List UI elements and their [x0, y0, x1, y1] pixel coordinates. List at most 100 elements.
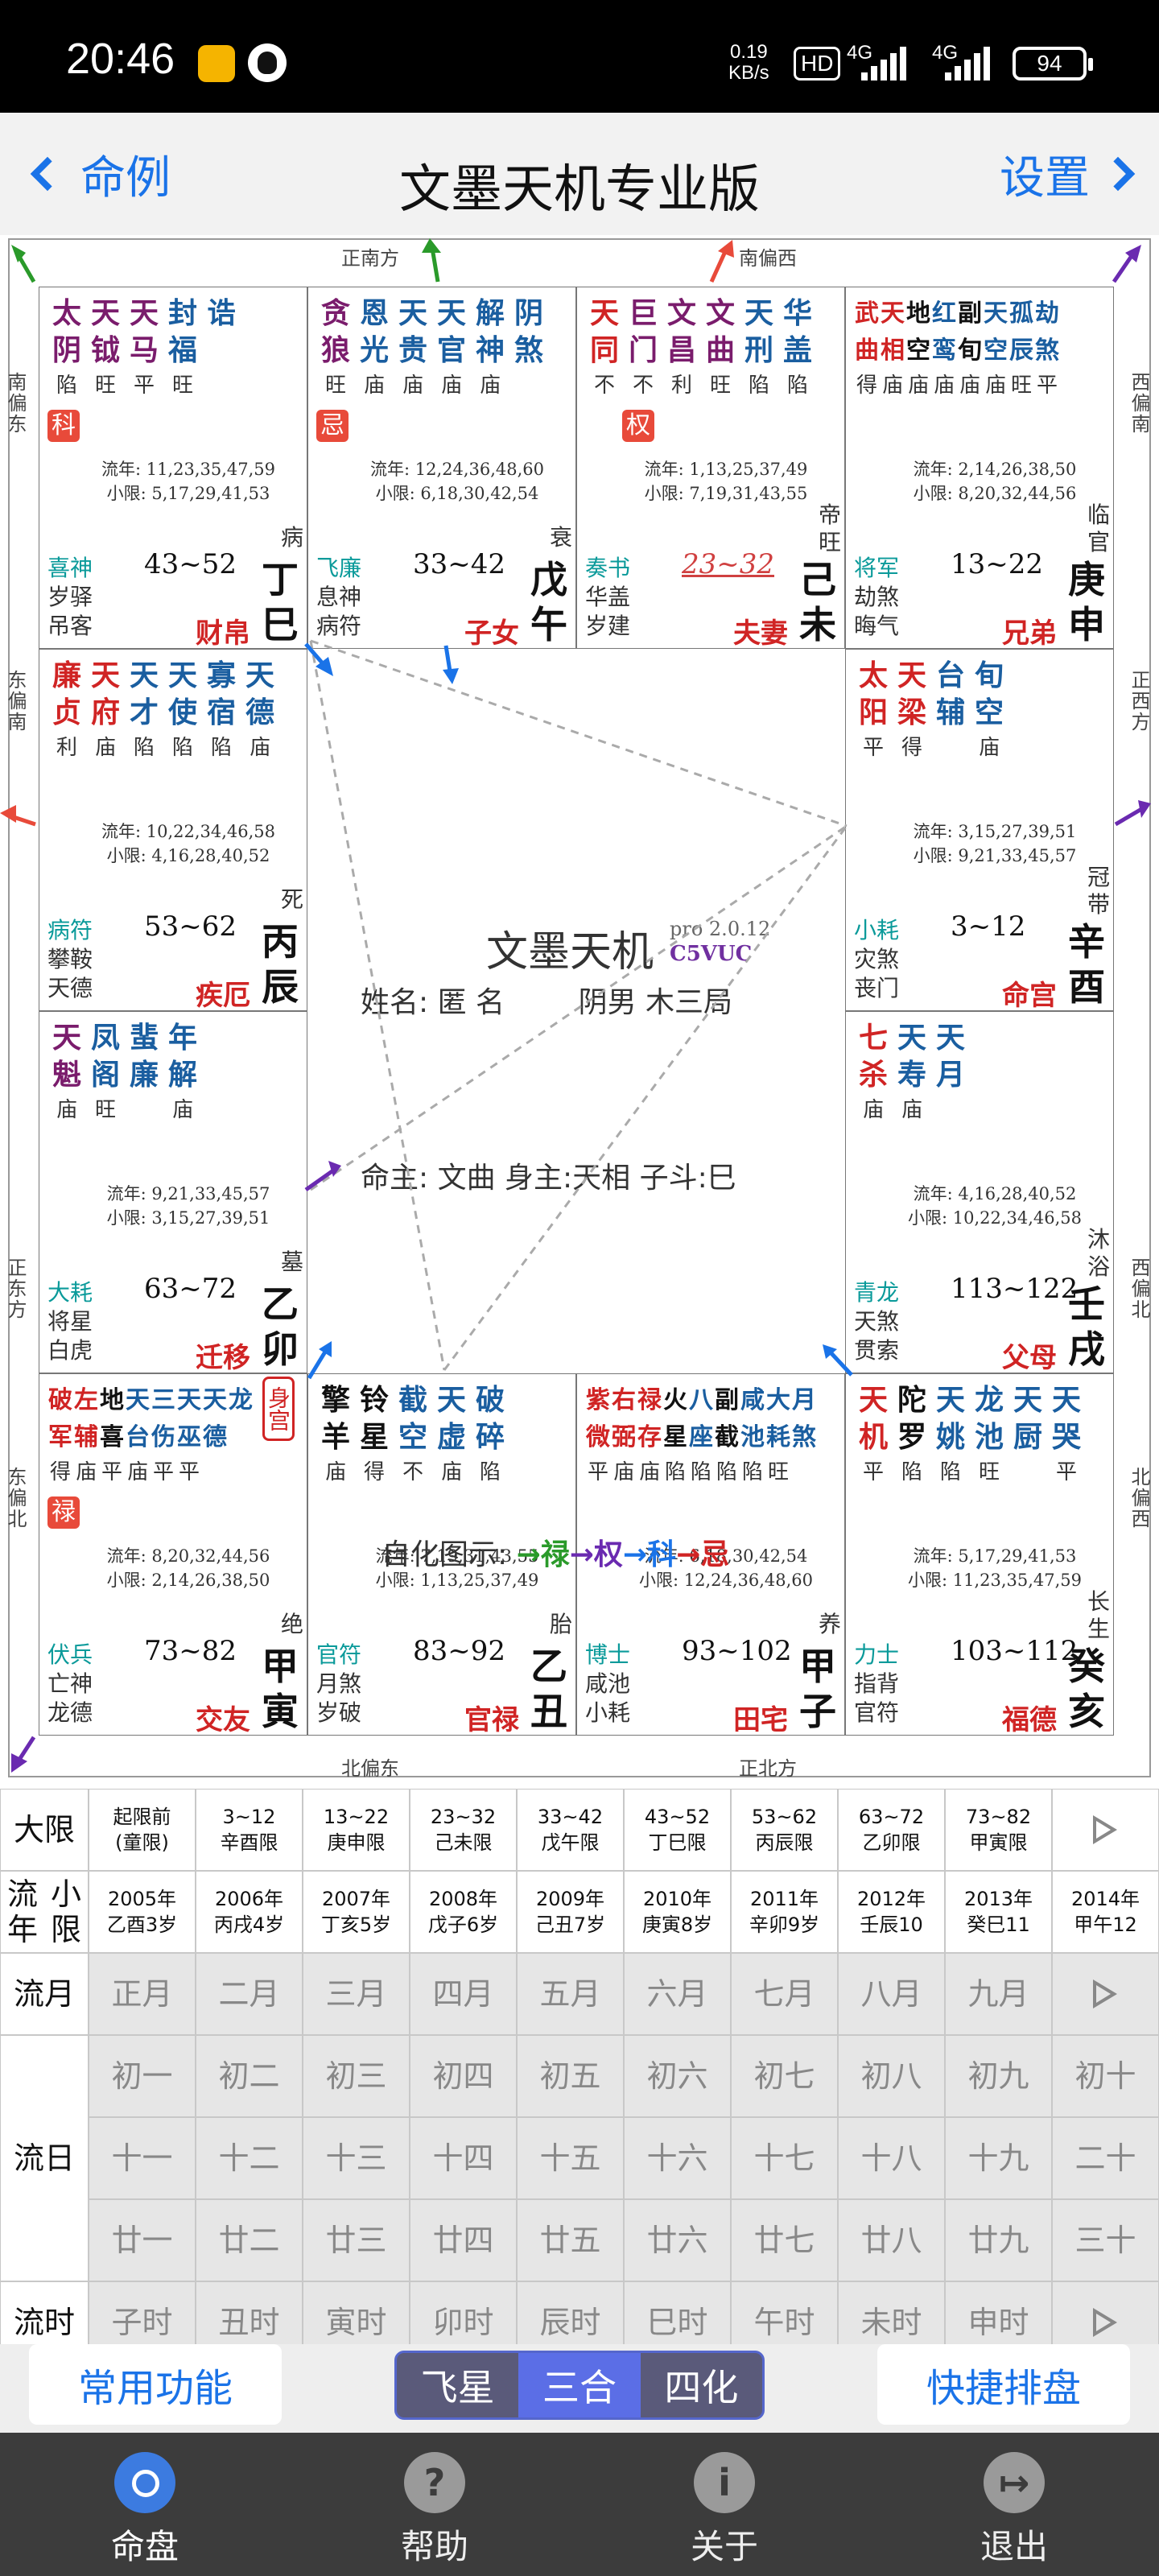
- nav-chart[interactable]: 命盘: [64, 2452, 225, 2566]
- star-glyph: 曲: [705, 334, 735, 367]
- heavenly-stem: 丙: [262, 920, 299, 964]
- liunian-row-cell[interactable]: 2012年壬辰10: [838, 1871, 945, 1953]
- star-glyph: 存: [637, 1423, 662, 1451]
- liuri-cell[interactable]: 初九: [945, 2035, 1052, 2117]
- liuri-cell[interactable]: 廿二: [196, 2199, 303, 2281]
- liuri-cell[interactable]: 初四: [410, 2035, 517, 2117]
- liunian-row-cell[interactable]: 2009年己丑7岁: [517, 1871, 624, 1953]
- palace-name: 财帛: [196, 617, 250, 649]
- liuri-cell[interactable]: 廿五: [517, 2199, 624, 2281]
- daxian-row-cell[interactable]: [1052, 1789, 1159, 1871]
- daxian-row-cell[interactable]: 起限前(童限): [89, 1789, 196, 1871]
- liuri-cell[interactable]: 十八: [838, 2117, 945, 2199]
- liuyue-row-cell[interactable]: [1052, 1953, 1159, 2035]
- liuyue-row-cell[interactable]: 五月: [517, 1953, 624, 2035]
- star-column: 截空不: [394, 1382, 432, 1488]
- liuri-cell[interactable]: 十二: [196, 2117, 303, 2199]
- liuyue-row-cell[interactable]: 二月: [196, 1953, 303, 2035]
- liuri-cell[interactable]: 初八: [838, 2035, 945, 2117]
- liunian-row-cell[interactable]: 2014年甲午12: [1052, 1871, 1159, 1953]
- liuri-cell[interactable]: 廿一: [89, 2199, 196, 2281]
- star-glyph: 弼: [612, 1423, 636, 1451]
- star-brightness: 得: [856, 374, 877, 398]
- liuri-cell[interactable]: 十六: [624, 2117, 731, 2199]
- back-button[interactable]: 命例: [29, 145, 171, 204]
- liuri-cell[interactable]: 初二: [196, 2035, 303, 2117]
- liuyue-row-cell[interactable]: 正月: [89, 1953, 196, 2035]
- common-functions-button[interactable]: 常用功能: [29, 2344, 282, 2425]
- liunian-row-cell[interactable]: 2013年癸巳11: [945, 1871, 1052, 1953]
- liuyue-row-cell[interactable]: 四月: [410, 1953, 517, 2035]
- nav-help[interactable]: ?帮助: [354, 2452, 515, 2566]
- liuri-cell[interactable]: 十四: [410, 2117, 517, 2199]
- settings-button[interactable]: 设置: [1000, 145, 1136, 204]
- liuri-cell[interactable]: 初十: [1052, 2035, 1159, 2117]
- earthly-branch: 巳: [262, 603, 299, 646]
- seg-sanhe[interactable]: 三合: [518, 2353, 641, 2417]
- liuyue-row-cell[interactable]: 八月: [838, 1953, 945, 2035]
- liunian-row-cell[interactable]: 2010年庚寅8岁: [624, 1871, 731, 1953]
- liuri-cell[interactable]: 初一: [89, 2035, 196, 2117]
- liunian-row-cell[interactable]: 2006年丙戌4岁: [196, 1871, 303, 1953]
- liuri-cell[interactable]: 二十: [1052, 2117, 1159, 2199]
- liunian-row-cell[interactable]: 2011年辛卯9岁: [731, 1871, 838, 1953]
- star-glyph: 华: [782, 297, 812, 330]
- star-glyph: 辅: [935, 696, 965, 729]
- liuri-cell[interactable]: 三十: [1052, 2199, 1159, 2281]
- liuri-cell[interactable]: 初三: [303, 2035, 410, 2117]
- palace-shen[interactable]: 武曲得天相庙地空庙红鸾庙副旬庙天空庙孤辰旺劫煞平流年: 2,14,26,38,5…: [845, 287, 1114, 649]
- liuri-cell[interactable]: 廿九: [945, 2199, 1052, 2281]
- decade-range: 23~32: [682, 548, 775, 580]
- decade-range: 3~12: [951, 910, 1026, 943]
- liunian-row-cell[interactable]: 2005年乙酉3岁: [89, 1871, 196, 1953]
- seg-sihua[interactable]: 四化: [640, 2353, 762, 2417]
- decade-range: 13~22: [951, 548, 1044, 580]
- liuri-cell[interactable]: 廿六: [624, 2199, 731, 2281]
- liuri-cell[interactable]: 十七: [731, 2117, 838, 2199]
- star-column: 文曲旺: [701, 295, 740, 402]
- liuri-cell[interactable]: 廿八: [838, 2199, 945, 2281]
- liuyue-row-cell[interactable]: 九月: [945, 1953, 1052, 2035]
- liuri-cell[interactable]: 初七: [731, 2035, 838, 2117]
- liunian-row-cell[interactable]: 2008年戊子6岁: [410, 1871, 517, 1953]
- liuyue-row-cell[interactable]: 三月: [303, 1953, 410, 2035]
- liuri-cell[interactable]: 廿七: [731, 2199, 838, 2281]
- liuri-cell[interactable]: 初六: [624, 2035, 731, 2117]
- liuri-cell[interactable]: 廿三: [303, 2199, 410, 2281]
- liuyue-row-cell[interactable]: 七月: [731, 1953, 838, 2035]
- liuri-cell[interactable]: 十三: [303, 2117, 410, 2199]
- star-column: 龙: [228, 1382, 254, 1488]
- liunian-row-cell[interactable]: 2007年丁亥5岁: [303, 1871, 410, 1953]
- nav-exit[interactable]: ↦退出: [934, 2452, 1095, 2566]
- liuri-cell[interactable]: 十九: [945, 2117, 1052, 2199]
- liuri-cell[interactable]: 十一: [89, 2117, 196, 2199]
- palace-zi[interactable]: 紫微平右弼庙禄存庙火星陷八座陷副截陷咸池陷大耗旺月煞流年: 6,18,30,42…: [576, 1373, 845, 1736]
- liuri-cell[interactable]: 十五: [517, 2117, 624, 2199]
- seg-feixing[interactable]: 飞星: [397, 2353, 519, 2417]
- liuri-cell[interactable]: 廿四: [410, 2199, 517, 2281]
- liuri-cell[interactable]: 初五: [517, 2035, 624, 2117]
- liuyue-row-cell[interactable]: 六月: [624, 1953, 731, 2035]
- question-icon: ?: [404, 2452, 465, 2513]
- star-glyph: 钺: [90, 334, 120, 367]
- star-brightness: 平: [862, 1460, 884, 1484]
- quick-chart-button[interactable]: 快捷排盘: [877, 2344, 1130, 2425]
